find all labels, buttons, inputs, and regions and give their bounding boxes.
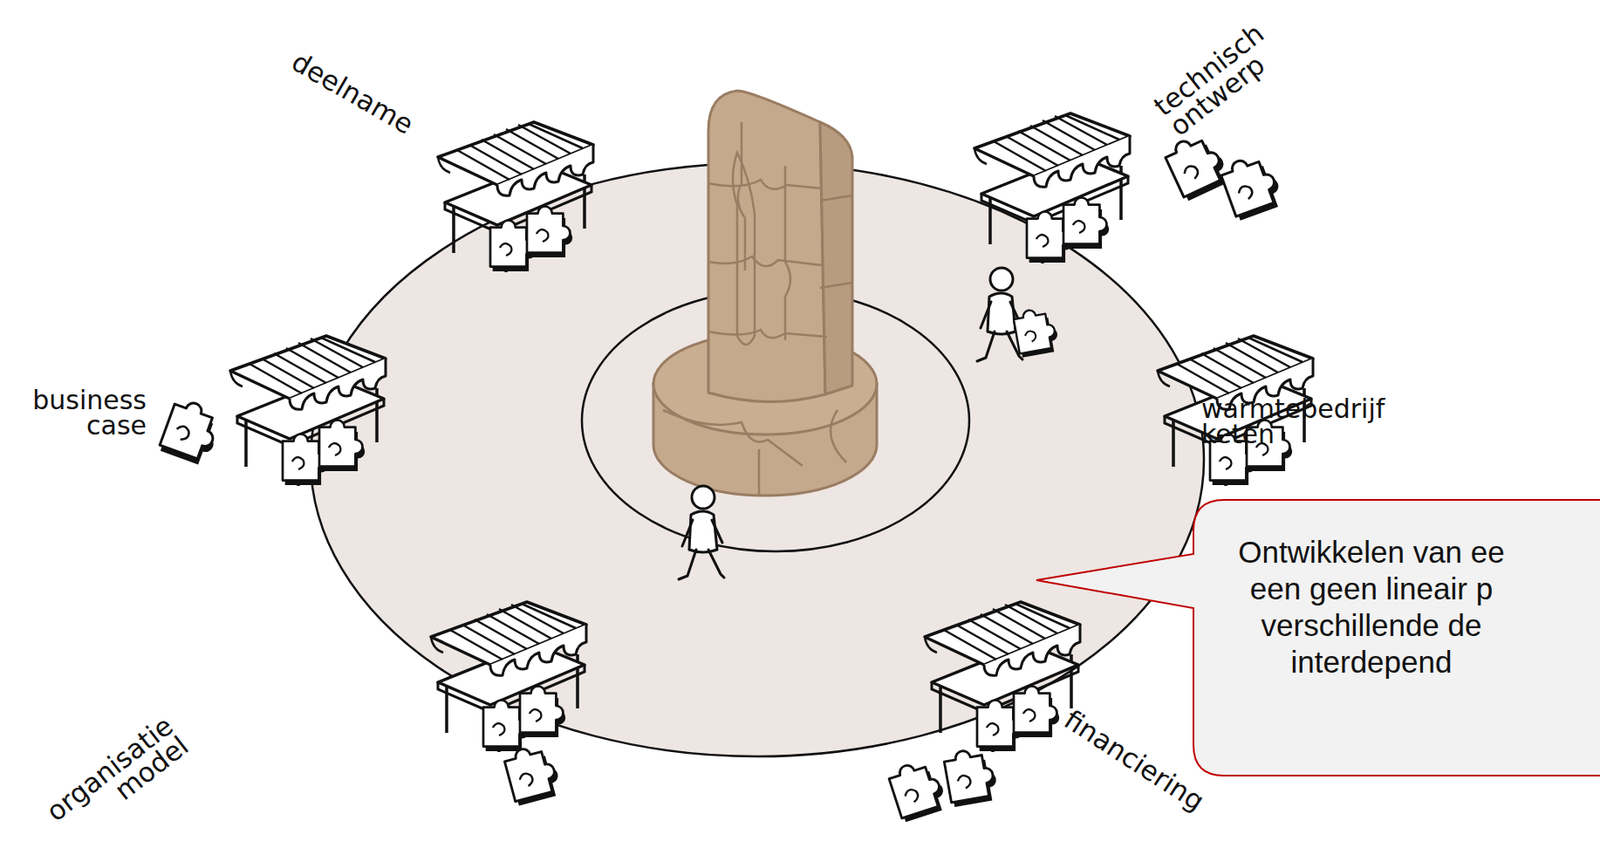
market-stalls: [230, 113, 1313, 753]
stall-label: organisatie model: [42, 712, 194, 847]
stall-label: deelname: [287, 48, 418, 139]
stall-label: technisch ontwerp: [1149, 20, 1285, 141]
callout-text: Ontwikkelen van ee een geen lineair p ve…: [1218, 533, 1525, 681]
stall-label: warmtebedrijf keten: [1201, 396, 1385, 447]
callout-shape: [1036, 499, 1600, 776]
walking-figures: [678, 267, 1060, 580]
stall-label: financiering: [1059, 706, 1209, 815]
loose-puzzle-pieces: [157, 129, 1286, 823]
puzzle-pillar: [653, 90, 877, 496]
stall-label: business case: [32, 388, 147, 438]
callout-box: Ontwikkelen van ee een geen lineair p ve…: [1192, 499, 1600, 777]
